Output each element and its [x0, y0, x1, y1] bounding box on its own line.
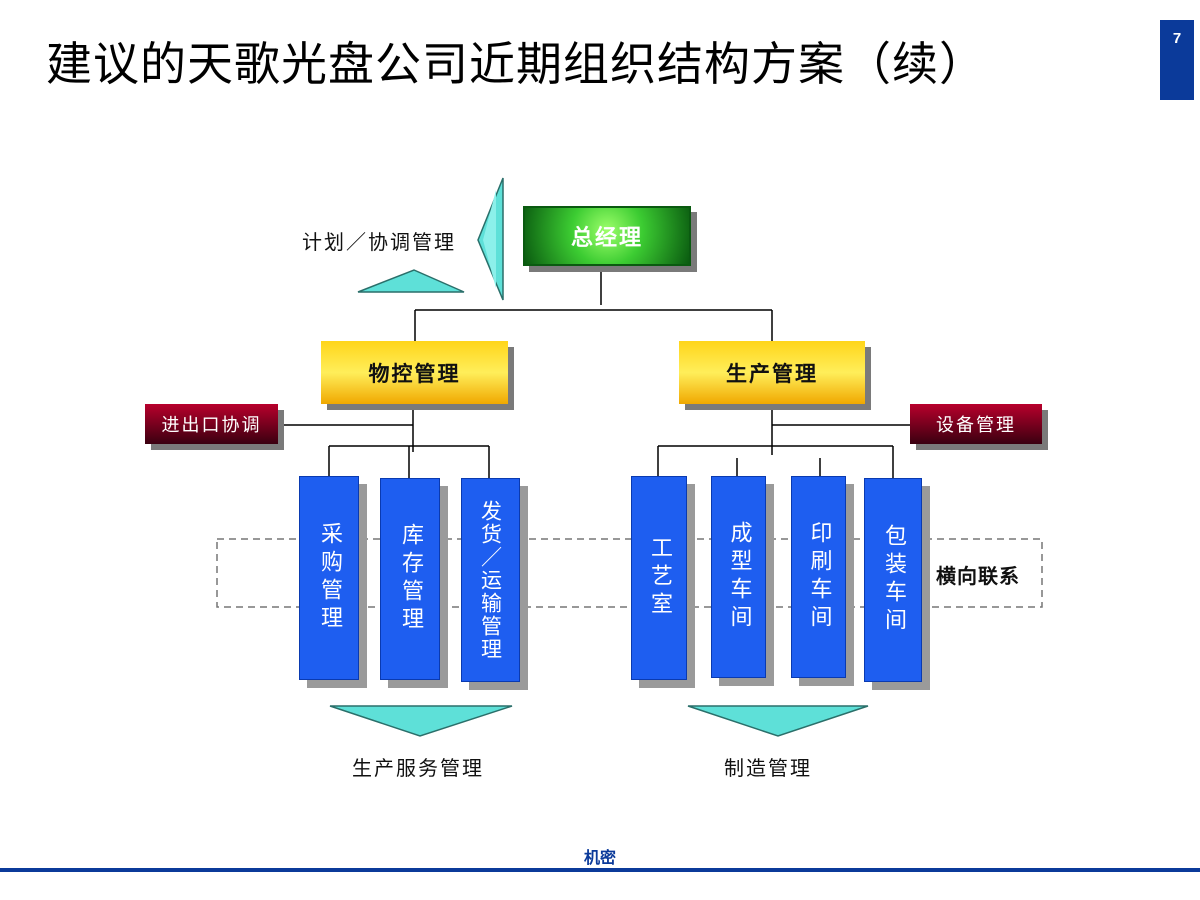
horizontal-link-frame — [216, 538, 1043, 608]
packaging-box: 包装车间 — [864, 478, 922, 682]
down-arrow-right-icon — [687, 705, 869, 737]
material-control-box: 物控管理 — [321, 341, 508, 404]
horizontal-link-label: 横向联系 — [936, 564, 1020, 588]
footer-rule — [0, 868, 1200, 872]
page-number: 7 — [1160, 20, 1194, 100]
purchasing-box: 采购管理 — [299, 476, 359, 680]
production-service-label: 生产服务管理 — [352, 756, 484, 780]
printing-box: 印刷车间 — [791, 476, 846, 678]
equipment-mgmt-box: 设备管理 — [910, 404, 1042, 444]
page-title: 建议的天歌光盘公司近期组织结构方案（续） — [46, 37, 986, 91]
footer-confidential: 机密 — [583, 848, 616, 867]
inventory-box: 库存管理 — [380, 478, 440, 680]
shipping-box: 发货／运输管理 — [461, 478, 520, 682]
up-arrow-icon — [357, 269, 465, 293]
manufacturing-label: 制造管理 — [724, 756, 812, 780]
import-export-box: 进出口协调 — [145, 404, 278, 444]
process-room-box: 工艺室 — [631, 476, 687, 680]
plan-coordination-label: 计划／协调管理 — [302, 230, 456, 254]
production-mgmt-box: 生产管理 — [679, 341, 865, 404]
molding-box: 成型车间 — [711, 476, 766, 678]
general-manager-box: 总经理 — [523, 206, 691, 266]
down-arrow-left-icon — [329, 705, 513, 737]
